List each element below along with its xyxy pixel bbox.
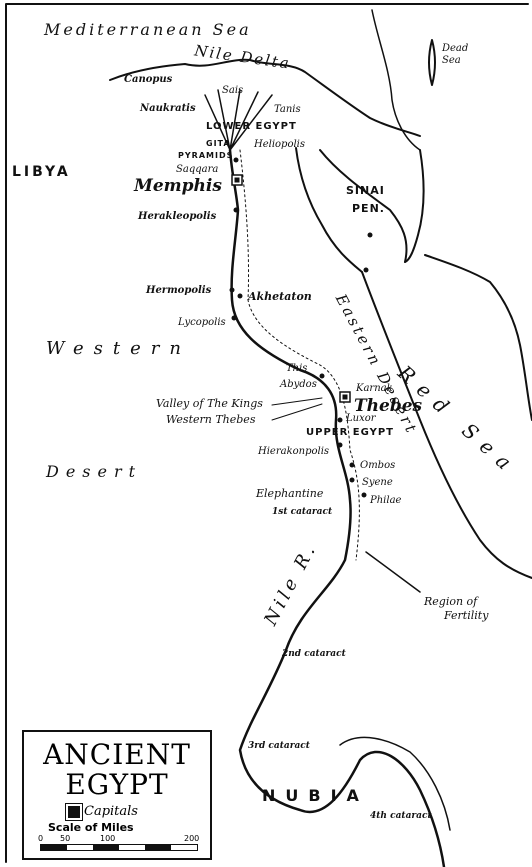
nile-river <box>228 148 446 867</box>
site-dot-gita <box>233 157 239 163</box>
akhetaton-label: Akhetaton <box>248 290 312 303</box>
scale-tick-100: 100 <box>100 834 116 843</box>
gulf-of-aqaba <box>404 149 425 263</box>
heliopolis-label: Heliopolis <box>254 139 306 150</box>
levant-coast <box>371 9 421 151</box>
abydos-label: Abydos <box>280 379 317 390</box>
site-dot-akhetaton <box>237 293 243 299</box>
fertility-pointer <box>365 551 421 593</box>
site-dot-sinai-coast <box>363 267 369 273</box>
tanis-label: Tanis <box>274 104 301 115</box>
sinai-label: SINAI <box>346 184 385 197</box>
hermopolis-label: Hermopolis <box>146 285 212 296</box>
dead-sea-label-line2: Sea <box>442 55 461 66</box>
philae-label: Philae <box>370 495 402 506</box>
dead-sea-label-line1: Dead <box>442 43 469 54</box>
legend-box: ANCIENT EGYPT Capitals Scale of Miles 0 … <box>22 730 212 860</box>
thebes-pointers <box>271 397 323 421</box>
site-dot-philae <box>361 492 367 498</box>
western-label: Western <box>46 338 192 359</box>
legend-scale-label: Scale of Miles <box>48 821 134 834</box>
nubia-loop <box>339 736 451 831</box>
lower-egypt-label: LOWER EGYPT <box>206 121 297 132</box>
syene-label: Syene <box>362 477 393 488</box>
site-dot-luxor <box>337 417 343 423</box>
map-title-line2: EGYPT <box>65 768 169 801</box>
desert-label: Desert <box>46 462 143 481</box>
cataract-2-label: 2nd cataract <box>282 649 346 659</box>
mediterranean-sea-label: Mediterranean Sea <box>44 20 252 39</box>
red-sea-west-coast <box>361 271 532 579</box>
region-of-fertility-label-line2: Fertility <box>444 609 489 622</box>
dead-sea <box>428 39 436 86</box>
thebes-label: Thebes <box>354 396 423 416</box>
site-dot-syene <box>349 477 355 483</box>
lycopolis-label: Lycopolis <box>178 317 226 328</box>
canopus-label: Canopus <box>124 74 173 85</box>
scale-tick-50: 50 <box>60 834 71 843</box>
gulf-of-suez <box>295 147 363 273</box>
map-title-line1: ANCIENT <box>43 738 191 771</box>
herakleopolis-label: Herakleopolis <box>138 211 217 222</box>
western-thebes-label: Western Thebes <box>166 413 256 426</box>
mediterranean-coastline <box>109 58 421 137</box>
site-dot-lycopolis <box>231 315 237 321</box>
elephantine-label: Elephantine <box>256 487 324 500</box>
scale-tick-0: 0 <box>38 834 44 843</box>
site-dot-herakleopolis <box>233 207 239 213</box>
hierakonpolis-label: Hierakonpolis <box>258 446 330 457</box>
red-sea-east-coast <box>424 254 532 421</box>
site-dot-ombos <box>349 462 355 468</box>
gita-label: GITA <box>206 139 231 148</box>
sais-label: Sais <box>222 85 244 96</box>
libya-label: LIBYA <box>12 164 71 180</box>
fertile-strip <box>239 149 360 561</box>
this-label: This <box>286 363 308 374</box>
nile-delta <box>204 89 273 151</box>
map-frame <box>5 3 529 863</box>
karnak-label: Karnak <box>356 383 393 394</box>
sinai-east <box>319 149 408 263</box>
cataract-1-label: 1st cataract <box>272 507 333 517</box>
capital-symbol-icon <box>68 806 80 818</box>
sinai-pen-label: PEN. <box>352 202 385 215</box>
cataract-3-label: 3rd cataract <box>248 741 310 751</box>
pyramids-label: PYRAMIDS <box>178 151 234 160</box>
ombos-label: Ombos <box>360 460 396 471</box>
valley-of-the-kings-label: Valley of The Kings <box>156 397 263 410</box>
region-of-fertility-label-line1: Region of <box>424 595 478 608</box>
legend-capitals-label: Capitals <box>84 804 138 819</box>
cataract-4-label: 4th cataract <box>370 811 432 821</box>
upper-egypt-label: UPPER EGYPT <box>306 427 395 438</box>
naukratis-label: Naukratis <box>140 103 196 114</box>
nubia-label: NUBIA <box>262 786 369 805</box>
scale-bar <box>40 844 198 851</box>
site-dot-sinai-inland <box>367 232 373 238</box>
site-dot-hermopolis <box>229 287 235 293</box>
luxor-label: Luxor <box>346 413 376 424</box>
scale-tick-200: 200 <box>184 834 200 843</box>
saqqara-label: Saqqara <box>176 164 219 175</box>
site-dot-hierakonpolis <box>337 442 343 448</box>
site-dot-abydos <box>319 373 325 379</box>
memphis-label: Memphis <box>134 176 222 196</box>
